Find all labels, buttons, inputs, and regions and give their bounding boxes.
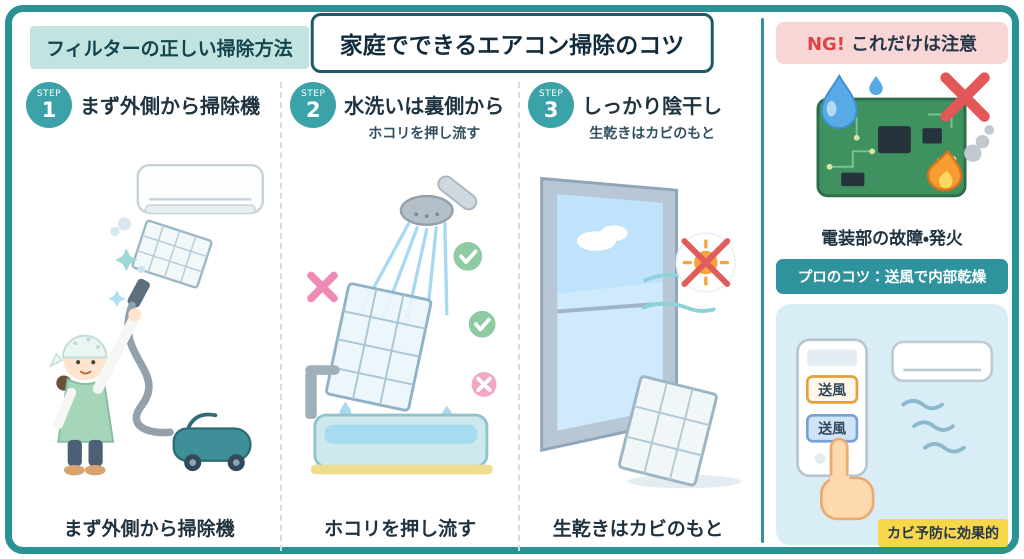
step-1-badge: STEP 1 xyxy=(26,82,72,128)
shower-head-icon xyxy=(399,175,478,226)
step-2-header: STEP 2 水洗いは裏側から ホコリを押し流す xyxy=(290,82,510,143)
step-3-text: しっかり陰干し 生乾きはカビのもと xyxy=(582,82,722,143)
fire-icon xyxy=(927,149,963,192)
pro-tip-caption: カビ予防に効果的 xyxy=(878,519,1008,547)
dust-sparkle-icon xyxy=(108,248,146,308)
air-conditioner-icon xyxy=(136,164,264,215)
pro-tip-header: プロのコツ：送風で内部乾燥 xyxy=(776,259,1008,294)
ng-header-text: これだけは注意 xyxy=(851,34,978,55)
steps-row: STEP 1 まず外側から掃除機 xyxy=(18,82,756,551)
page-title: 家庭でできるエアコン掃除のコツ xyxy=(310,13,714,73)
filter-icon xyxy=(618,375,718,487)
left-label: フィルターの正しい掃除方法 xyxy=(30,26,309,69)
step-1-illustration xyxy=(26,132,272,510)
ng-warning-header: NG!これだけは注意 xyxy=(776,22,1008,64)
water-drop-icon xyxy=(820,73,883,130)
left-label-text: フィルターの正しい掃除方法 xyxy=(46,38,293,60)
step-2-svg xyxy=(305,175,497,475)
step-3-svg xyxy=(540,176,742,489)
ng-svg xyxy=(816,72,995,198)
step-2-caption: ホコリを押し流す xyxy=(324,518,477,540)
step-2-heading: 水洗いは裏側から xyxy=(344,94,505,118)
step-1-header: STEP 1 まず外側から掃除機 xyxy=(26,82,272,128)
check-mark-icon xyxy=(469,310,496,338)
airflow-lines xyxy=(901,398,966,454)
step-1-svg xyxy=(49,164,264,476)
pro-tip-illustration: 送風 送風 xyxy=(776,304,1008,545)
dust-puff-icon xyxy=(110,217,132,237)
step-1-heading: まず外側から掃除機 xyxy=(80,94,260,118)
fan-mode-button xyxy=(805,375,859,404)
right-panel: NG!これだけは注意 xyxy=(776,22,1008,547)
person-cleaning xyxy=(49,308,142,476)
step-1-caption: まず外側から掃除機 xyxy=(63,518,235,540)
pointing-hand-icon xyxy=(819,437,875,521)
step-2-subheading: ホコリを押し流す xyxy=(368,126,481,142)
page-title-text: 家庭でできるエアコン掃除のコツ xyxy=(339,33,685,59)
step-badge-label: STEP xyxy=(538,88,564,99)
step-3-header: STEP 3 しっかり陰干し 生乾きはカビのもと xyxy=(528,82,748,143)
step-1-column: STEP 1 まず外側から掃除機 xyxy=(18,82,280,551)
step-3-column: STEP 3 しっかり陰干し 生乾きはカビのもと xyxy=(518,82,756,551)
step-badge-label: STEP xyxy=(36,88,62,99)
fan-mode-button-label: 送風 xyxy=(818,421,846,438)
no-direct-sunlight-icon xyxy=(675,232,737,293)
wrong-x-icon xyxy=(307,271,339,303)
check-mark-icon xyxy=(453,241,483,271)
filter-icon xyxy=(325,282,433,412)
ng-caption: 電装部の故障・発火 xyxy=(821,229,963,249)
step-badge-number: 1 xyxy=(41,97,57,122)
step-3-illustration xyxy=(528,147,748,510)
sink-icon xyxy=(305,365,493,475)
smoke-icon xyxy=(964,125,995,162)
step-3-heading: しっかり陰干し xyxy=(582,94,723,118)
error-x-icon xyxy=(940,72,990,122)
step-3-caption: 生乾きはカビのもと xyxy=(552,518,724,540)
step-2-illustration xyxy=(290,147,510,510)
step-badge-number: 2 xyxy=(305,97,321,122)
vertical-divider xyxy=(761,18,764,543)
step-3-subheading: 生乾きはカビのもと xyxy=(589,126,715,142)
step-1-text: まず外側から掃除機 xyxy=(80,82,260,119)
fan-mode-button-label: 送風 xyxy=(818,382,846,399)
filter-icon xyxy=(131,219,213,289)
pro-tip-svg: 送風 送風 xyxy=(796,338,994,521)
step-2-column: STEP 2 水洗いは裏側から ホコリを押し流す xyxy=(280,82,518,551)
vacuum-hose-icon xyxy=(124,278,174,437)
step-badge-label: STEP xyxy=(301,88,326,99)
vacuum-cleaner-icon xyxy=(172,412,252,472)
step-2-badge: STEP 2 xyxy=(290,82,337,128)
step-3-badge: STEP 3 xyxy=(528,82,575,128)
step-2-text: 水洗いは裏側から ホコリを押し流す xyxy=(344,82,504,143)
ng-illustration xyxy=(776,70,1008,220)
air-conditioner-icon xyxy=(891,340,994,383)
wrong-x-circle-icon xyxy=(471,371,497,397)
ng-label: NG! xyxy=(806,34,846,55)
step-badge-number: 3 xyxy=(543,97,559,122)
